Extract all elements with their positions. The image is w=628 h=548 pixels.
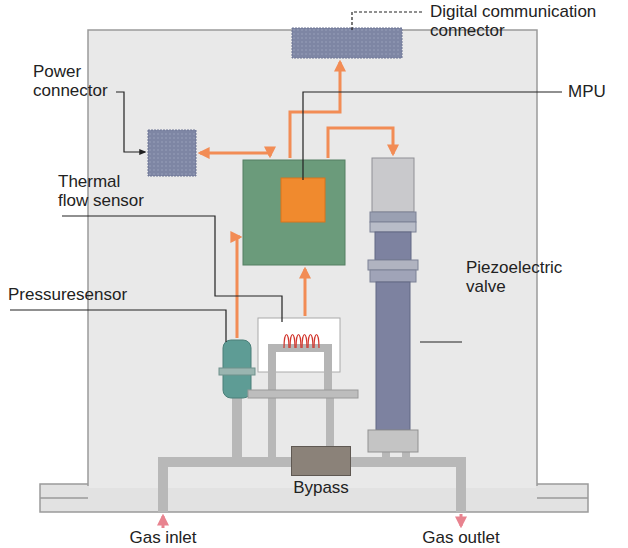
port-label: Gas inlet [103, 528, 223, 547]
coil-winding [302, 335, 307, 349]
connector-label: Power connector [33, 62, 123, 100]
port-label: Gas outlet [401, 528, 521, 547]
chip-label: MPU [568, 82, 620, 101]
mpu-chip [281, 178, 325, 222]
bypass-label: Bypass [288, 476, 354, 497]
pressure-port [232, 396, 242, 458]
bypass-element [291, 446, 351, 476]
leader-line [62, 216, 282, 322]
sensor-tube [272, 348, 328, 392]
base-shoulder [537, 497, 588, 499]
pressure-sensor-ring [219, 368, 255, 375]
sensor-port [268, 398, 276, 458]
sensor-label: Thermal flow sensor [58, 172, 150, 210]
circuit-board [243, 160, 345, 265]
power-arrow [200, 153, 270, 156]
heater-coil [284, 335, 319, 349]
valve-port [402, 452, 410, 458]
gas-outlet-arrow [460, 514, 463, 526]
valve-actuator [375, 232, 411, 260]
valve-body [376, 282, 410, 430]
valve-port [382, 452, 390, 458]
gas-inlet-arrow [162, 516, 165, 528]
coil-winding [284, 335, 289, 349]
power-connector [148, 130, 196, 176]
base-shoulder [40, 497, 88, 499]
coil-winding [296, 335, 301, 349]
coil-winding [314, 335, 319, 349]
bypass-block: Bypass [288, 446, 354, 497]
outlet-channel [456, 457, 466, 512]
sensor-label: Pressuresensor [8, 285, 158, 304]
gas-channel [158, 396, 466, 512]
digital-connector [292, 28, 402, 58]
comm-arrow [290, 62, 340, 158]
connector-label: Digital communication connector [430, 2, 620, 40]
leader-line [352, 12, 424, 30]
leader-line [420, 341, 462, 342]
valve-cap [372, 158, 414, 212]
leader-line [10, 310, 226, 342]
leader-line [303, 92, 562, 180]
coil-winding [290, 335, 295, 349]
valve-ring [368, 260, 418, 270]
valve-label: Piezoelectric valve [466, 258, 596, 296]
inlet-channel [158, 457, 168, 512]
valve-ring [370, 270, 416, 282]
valve-ring [370, 212, 416, 222]
pressure-arrow [237, 237, 240, 338]
flow-arrow [304, 269, 307, 316]
valve-ring [370, 222, 416, 232]
sensor-plate [248, 390, 358, 398]
valve-arrow [328, 128, 393, 158]
leader-line [116, 92, 145, 152]
valve-seat [368, 430, 418, 452]
coil-winding [308, 335, 313, 349]
